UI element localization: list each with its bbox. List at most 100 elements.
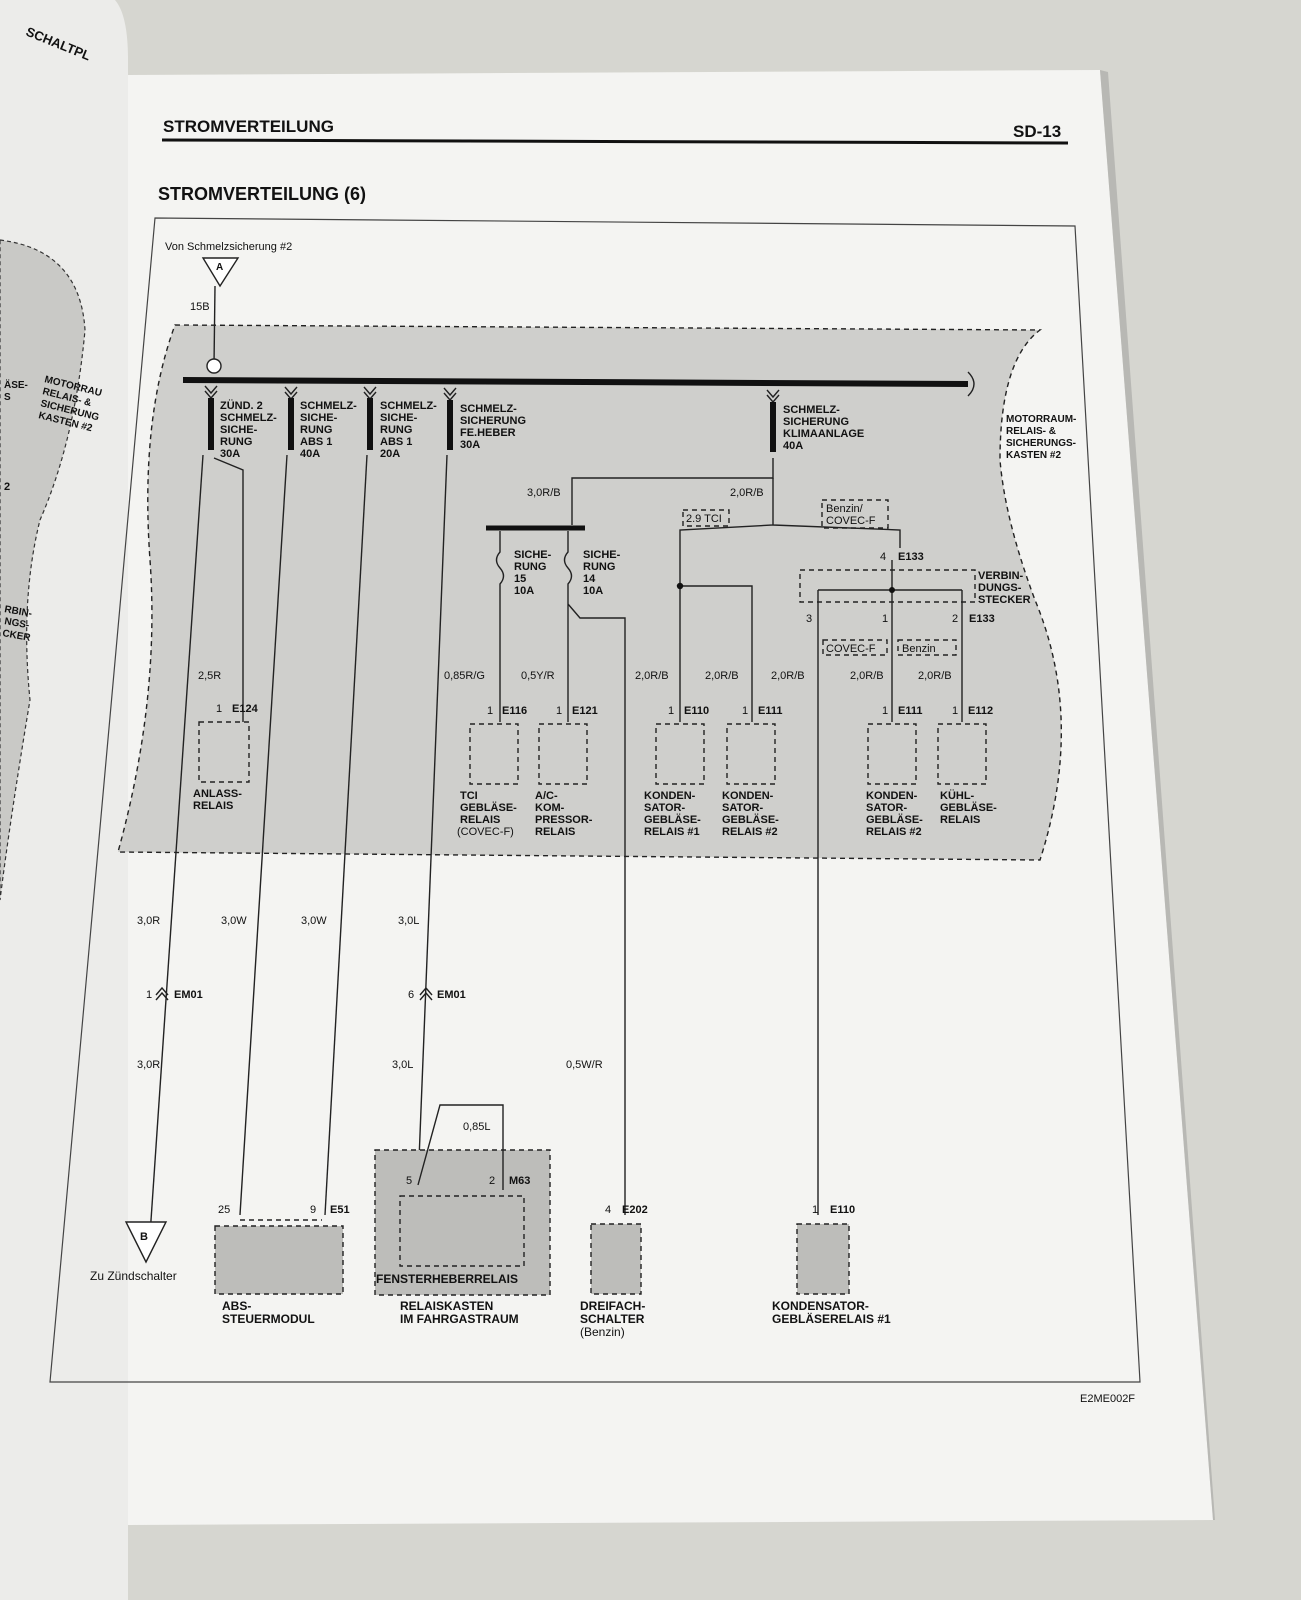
wire-25r-label: 2,5R — [198, 670, 221, 682]
variant-benzin-covec-1: COVEC-F — [826, 515, 876, 527]
svg-text:1: 1 — [812, 1204, 818, 1216]
svg-text:FE.HEBER: FE.HEBER — [460, 427, 516, 439]
svg-text:KONDEN-: KONDEN- — [866, 790, 918, 802]
joint-label-1: DUNGS- — [978, 582, 1022, 594]
svg-text:RUNG: RUNG — [300, 424, 332, 436]
wire-e111-e112 — [891, 604, 963, 722]
fuse-4: SCHMELZ- SICHERUNG FE.HEBER 30A — [443, 387, 526, 451]
svg-text:KONDENSATOR-: KONDENSATOR- — [772, 1299, 869, 1313]
svg-text:SCHMELZ-: SCHMELZ- — [460, 403, 517, 415]
joint-pin-2: 2 — [952, 613, 958, 625]
wire-30rb — [571, 458, 774, 525]
wire-30w-2 — [324, 454, 368, 1216]
connector-b-letter: B — [140, 1231, 148, 1243]
wire-05yr-label: 0,5Y/R — [521, 670, 555, 682]
svg-text:E51: E51 — [330, 1204, 350, 1216]
left-label-6: 2 — [4, 481, 10, 493]
svg-text:10A: 10A — [514, 585, 534, 597]
svg-text:EM01: EM01 — [174, 989, 203, 1001]
relay-e112: 1 E112 KÜHL- GEBLÄSE- RELAIS — [937, 705, 997, 826]
svg-text:1: 1 — [487, 705, 493, 717]
svg-text:9: 9 — [310, 1204, 316, 1216]
fuse-2: SCHMELZ- SICHE- RUNG ABS 1 40A — [284, 386, 357, 460]
svg-text:40A: 40A — [783, 440, 803, 452]
wire-085rg-label: 0,85R/G — [444, 670, 485, 682]
wire-20rb-label-3: 2,0R/B — [771, 670, 805, 682]
variant-benzin-box — [897, 639, 957, 656]
wire-05yr-wr — [567, 596, 626, 1215]
svg-text:2: 2 — [489, 1175, 495, 1187]
svg-text:SICHE-: SICHE- — [300, 412, 338, 424]
main-busbar — [182, 377, 969, 387]
svg-text:SATOR-: SATOR- — [866, 802, 907, 814]
wire-30rb-label: 3,0R/B — [527, 487, 561, 499]
relay-e121: 1 E121 A/C- KOM- PRESSOR- RELAIS — [535, 705, 598, 838]
wire-30r-label-1: 3,0R — [137, 915, 160, 927]
svg-text:SICHERUNG: SICHERUNG — [783, 416, 849, 428]
wire-05wr-label: 0,5W/R — [566, 1059, 603, 1071]
svg-text:SCHMELZ-: SCHMELZ- — [300, 400, 357, 412]
header-rule — [161, 138, 1069, 145]
svg-text:KLIMAANLAGE: KLIMAANLAGE — [783, 428, 864, 440]
svg-text:RELAIS #1: RELAIS #1 — [644, 826, 700, 838]
fuse-1: ZÜND. 2 SCHMELZ- SICHE- RUNG 30A — [204, 385, 277, 460]
svg-text:ANLASS-: ANLASS- — [193, 788, 242, 800]
svg-text:E111: E111 — [758, 705, 782, 717]
fuse-3: SCHMELZ- SICHE- RUNG ABS 1 20A — [363, 386, 437, 460]
svg-text:E121: E121 — [572, 705, 598, 717]
small-fuse-15: SICHE- RUNG 15 10A — [495, 531, 552, 597]
svg-text:GEBLÄSE-: GEBLÄSE- — [722, 813, 779, 826]
variant-benzin-covec-0: Benzin/ — [826, 503, 864, 515]
box-label-1: RELAIS- & — [1006, 426, 1056, 437]
svg-text:1: 1 — [216, 703, 222, 715]
svg-text:15: 15 — [514, 573, 526, 585]
svg-text:RUNG: RUNG — [583, 561, 615, 573]
relay-e111-b: 1 E111 KONDEN- SATOR- GEBLÄSE- RELAIS #2 — [866, 705, 923, 838]
svg-text:1: 1 — [882, 705, 888, 717]
variant-covec: COVEC-F — [826, 643, 876, 655]
svg-text:SICHE-: SICHE- — [583, 549, 621, 561]
svg-text:KOM-: KOM- — [535, 802, 565, 814]
wire-20rb-label-4: 2,0R/B — [850, 670, 884, 682]
svg-text:DREIFACH-: DREIFACH- — [580, 1299, 645, 1313]
svg-text:RELAIS: RELAIS — [940, 814, 980, 826]
box-label-0: MOTORRAUM- — [1006, 414, 1076, 425]
svg-text:RELAIS: RELAIS — [460, 814, 500, 826]
relay-fuse-box-region — [117, 324, 1063, 861]
diagram-frame — [49, 217, 1141, 1383]
triple-switch-e202: 4 E202 DREIFACH- SCHALTER (Benzin) — [580, 1204, 648, 1339]
svg-text:5: 5 — [406, 1175, 412, 1187]
svg-text:ABS-: ABS- — [222, 1299, 251, 1313]
svg-text:RELAIS: RELAIS — [193, 800, 233, 812]
svg-text:SICHERUNG: SICHERUNG — [460, 415, 526, 427]
joint-pin-3: 3 — [806, 613, 812, 625]
left-label-8: NGS- — [3, 616, 30, 631]
svg-text:1: 1 — [146, 989, 152, 1001]
svg-text:KONDEN-: KONDEN- — [722, 790, 774, 802]
svg-text:30A: 30A — [460, 439, 480, 451]
variant-benzin-covec-box — [821, 499, 889, 529]
svg-text:A/C-: A/C- — [535, 790, 558, 802]
box-label-3: KASTEN #2 — [1006, 450, 1061, 461]
svg-text:RELAIS #2: RELAIS #2 — [866, 826, 922, 838]
box-label-2: SICHERUNGS- — [1006, 438, 1076, 449]
source-label: Von Schmelzsicherung #2 — [165, 241, 292, 253]
wire-085l-label: 0,85L — [463, 1121, 491, 1133]
condenser-relay-e110: 1 E110 KONDENSATOR- GEBLÄSERELAIS #1 — [772, 1204, 891, 1326]
svg-text:SICHE-: SICHE- — [514, 549, 552, 561]
svg-text:SCHMELZ-: SCHMELZ- — [220, 412, 277, 424]
svg-text:30A: 30A — [220, 448, 240, 460]
busbar-end — [967, 371, 975, 397]
page-number: SD-13 — [1013, 122, 1061, 141]
wire-30w-label-1: 3,0W — [221, 915, 247, 927]
svg-text:SCHALTER: SCHALTER — [580, 1312, 645, 1326]
svg-text:KÜHL-: KÜHL- — [940, 789, 975, 802]
section-title: STROMVERTEILUNG — [163, 117, 334, 136]
svg-text:RELAISKASTEN: RELAISKASTEN — [400, 1299, 493, 1313]
small-fuse-14: SICHE- RUNG 14 10A — [563, 531, 621, 597]
svg-text:SATOR-: SATOR- — [722, 802, 763, 814]
left-label-0: ÄSE- — [4, 378, 28, 391]
wire-20rb-label-1: 2,0R/B — [635, 670, 669, 682]
svg-text:(Benzin): (Benzin) — [580, 1325, 625, 1339]
